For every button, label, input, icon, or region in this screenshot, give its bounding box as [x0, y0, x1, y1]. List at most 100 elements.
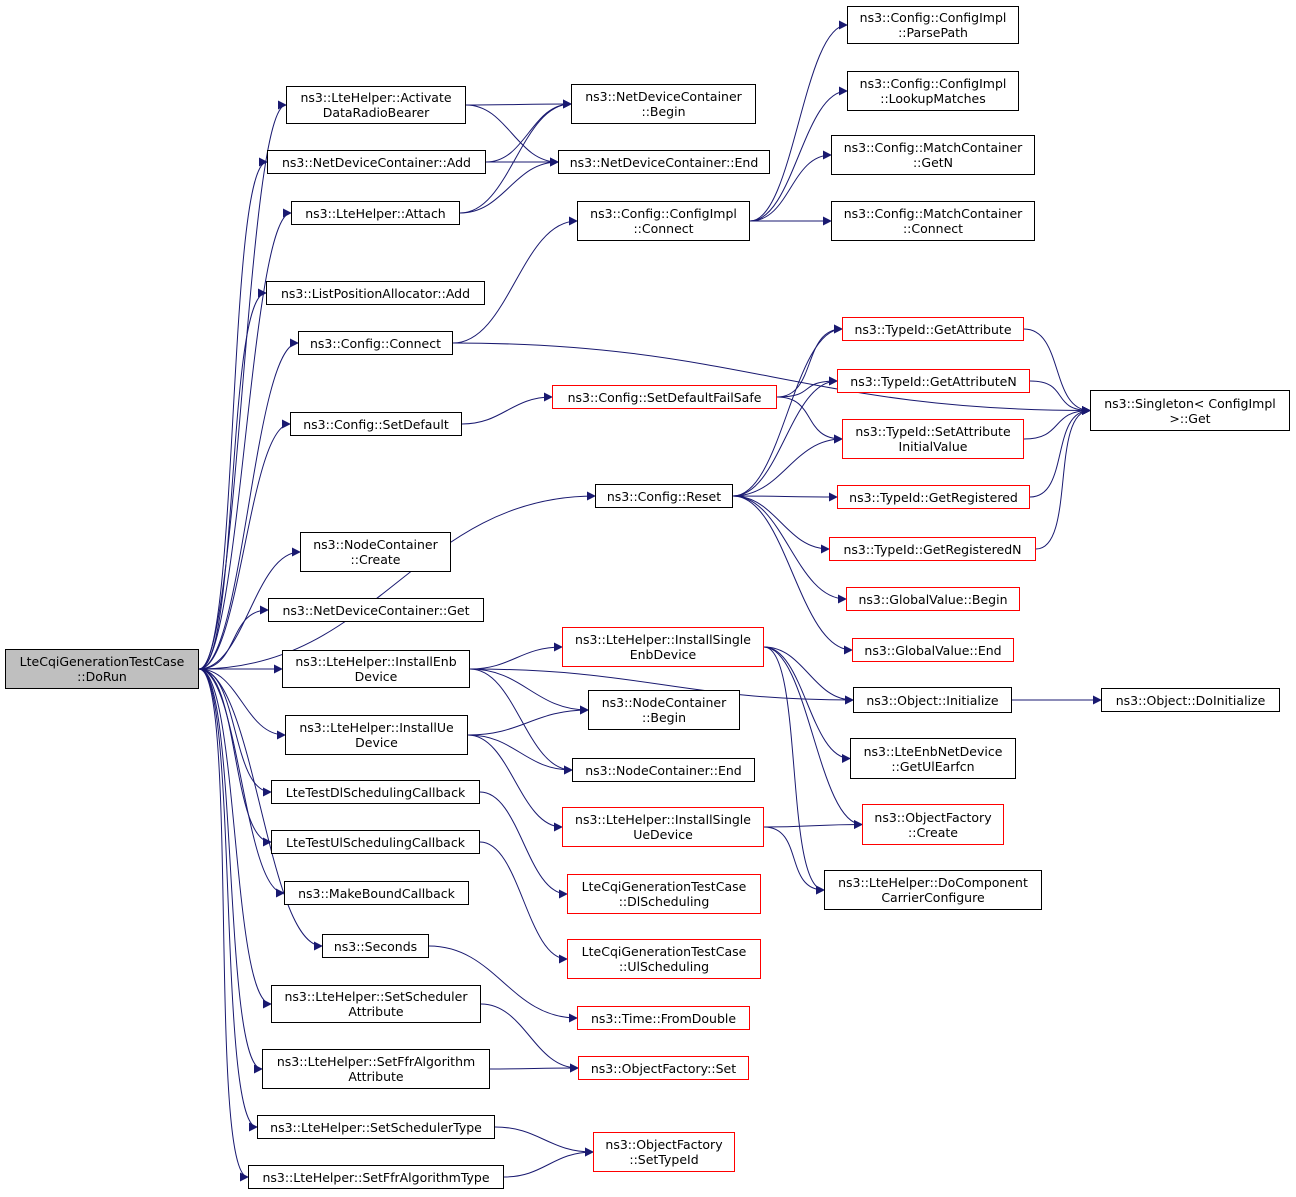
node-matchcontainer-getn[interactable]: ns3::Config::MatchContainer::GetN	[831, 135, 1035, 175]
node-netdevicecontainer-add[interactable]: ns3::NetDeviceContainer::Add	[267, 150, 486, 174]
node-lteenbnetdevice-getulearfcn[interactable]: ns3::LteEnbNetDevice::GetUlEarfcn	[850, 738, 1016, 779]
node-nodecontainer-end[interactable]: ns3::NodeContainer::End	[572, 758, 755, 782]
node-configimpl-parsepath[interactable]: ns3::Config::ConfigImpl::ParsePath	[847, 6, 1019, 44]
node-objectfactory-settypeid[interactable]: ns3::ObjectFactory::SetTypeId	[593, 1132, 735, 1172]
edge-cfgconnect-to-singletonget	[452, 342, 1091, 415]
edge-root-to-seconds	[198, 668, 323, 951]
node-line: LteCqiGenerationTestCase	[581, 944, 747, 959]
node-line: ::DoRun	[77, 669, 127, 684]
node-line: ns3::Time::FromDouble	[590, 1010, 737, 1026]
node-ltetestdlschedulingcallback[interactable]: LteTestDlSchedulingCallback	[271, 780, 480, 804]
edge-root-to-setffrtype	[198, 668, 249, 1182]
edge-root-to-setschedattr	[198, 668, 272, 1009]
node-ltehelper-setschedulertype[interactable]: ns3::LteHelper::SetSchedulerType	[257, 1115, 495, 1139]
node-ltetestulschedulingcallback[interactable]: LteTestUlSchedulingCallback	[271, 830, 480, 854]
node-netdevicecontainer-end[interactable]: ns3::NetDeviceContainer::End	[558, 150, 770, 174]
node-line: ns3::LteHelper::SetSchedulerType	[270, 1119, 482, 1135]
node-singleton-configimpl-get[interactable]: ns3::Singleton< ConfigImpl>::Get	[1090, 390, 1290, 431]
node-line: Attribute	[348, 1069, 404, 1084]
edge-cimplconnect-to-lookupmatches	[749, 86, 848, 222]
node-netdevicecontainer-get[interactable]: ns3::NetDeviceContainer::Get	[268, 598, 484, 622]
node-dlscheduling[interactable]: LteCqiGenerationTestCase::DlScheduling	[567, 874, 761, 914]
node-objectfactory-create[interactable]: ns3::ObjectFactory::Create	[862, 804, 1004, 845]
node-globalvalue-end[interactable]: ns3::GlobalValue::End	[852, 638, 1014, 662]
edge-dlcb-to-dlsched	[479, 791, 568, 899]
node-line: ns3::LteHelper::InstallSingle	[575, 632, 751, 647]
node-line: LteTestDlSchedulingCallback	[285, 784, 466, 800]
node-typeid-getattribute[interactable]: ns3::TypeId::GetAttribute	[842, 317, 1024, 341]
node-line: ns3::LteHelper::SetFfrAlgorithm	[276, 1054, 476, 1069]
edge-reset-to-setattrinit	[732, 434, 843, 497]
node-line: ns3::TypeId::GetAttributeN	[850, 373, 1017, 389]
edge-reset-to-getattributen	[732, 376, 838, 497]
node-makeboundcallback[interactable]: ns3::MakeBoundCallback	[284, 881, 469, 905]
node-typeid-getregisteredn[interactable]: ns3::TypeId::GetRegisteredN	[829, 537, 1036, 561]
node-globalvalue-begin[interactable]: ns3::GlobalValue::Begin	[846, 587, 1020, 611]
edge-cimplconnect-to-mcgetn	[749, 150, 832, 222]
node-time-fromdouble[interactable]: ns3::Time::FromDouble	[577, 1006, 750, 1030]
node-config-connect[interactable]: ns3::Config::Connect	[298, 331, 453, 355]
node-line: ns3::ObjectFactory	[605, 1137, 723, 1152]
node-line: ::GetN	[912, 155, 954, 170]
node-object-initialize[interactable]: ns3::Object::Initialize	[853, 687, 1012, 713]
node-line: ::Create	[908, 824, 958, 840]
edge-installsingleenb-to-ofcreate	[763, 646, 863, 829]
node-listpositionallocator-add[interactable]: ns3::ListPositionAllocator::Add	[266, 281, 485, 305]
node-nodecontainer-create[interactable]: ns3::NodeContainer::Create	[300, 532, 451, 572]
node-ulscheduling[interactable]: LteCqiGenerationTestCase::UlScheduling	[567, 939, 761, 979]
edge-defaultfailsafe-to-getattribute	[776, 324, 843, 398]
node-line: ns3::Object::Initialize	[866, 692, 999, 708]
edge-installue-to-ncend	[467, 734, 573, 775]
node-line: ns3::NodeContainer	[313, 537, 438, 552]
edge-setffrattr-to-ofset	[489, 1063, 579, 1073]
node-line: ns3::Config::MatchContainer	[843, 140, 1023, 155]
edge-getattributen-to-singletonget	[1029, 380, 1091, 415]
node-line: Device	[355, 735, 398, 750]
node-line: LteCqiGenerationTestCase	[19, 654, 185, 669]
node-netdevicecontainer-begin[interactable]: ns3::NetDeviceContainer::Begin	[571, 84, 756, 124]
node-ltehelper-setffralgorithmtype[interactable]: ns3::LteHelper::SetFfrAlgorithmType	[248, 1165, 504, 1189]
node-typeid-getregistered[interactable]: ns3::TypeId::GetRegistered	[837, 485, 1030, 509]
edge-reset-to-gvend	[732, 495, 853, 655]
node-config-setdefaultfailsafe[interactable]: ns3::Config::SetDefaultFailSafe	[552, 385, 777, 409]
edge-activate-to-ndcbegin	[465, 99, 572, 109]
node-line: ns3::MakeBoundCallback	[298, 885, 455, 901]
node-configimpl-connect[interactable]: ns3::Config::ConfigImpl::Connect	[577, 201, 750, 241]
node-configimpl-lookupmatches[interactable]: ns3::Config::ConfigImpl::LookupMatches	[847, 71, 1019, 111]
node-line: ns3::NetDeviceContainer::Add	[282, 154, 471, 170]
node-objectfactory-set[interactable]: ns3::ObjectFactory::Set	[578, 1056, 749, 1080]
node-config-reset[interactable]: ns3::Config::Reset	[595, 484, 733, 508]
node-object-doinitialize[interactable]: ns3::Object::DoInitialize	[1101, 688, 1280, 712]
node-line: ns3::NodeContainer	[601, 695, 727, 710]
edge-defaultfailsafe-to-getattributen	[776, 376, 838, 398]
edge-getattribute-to-singletonget	[1023, 328, 1091, 415]
node-ltehelper-attach[interactable]: ns3::LteHelper::Attach	[291, 201, 460, 225]
node-line: ns3::ObjectFactory::Set	[590, 1060, 737, 1076]
node-matchcontainer-connect[interactable]: ns3::Config::MatchContainer::Connect	[831, 201, 1035, 241]
node-line: ns3::Singleton< ConfigImpl	[1104, 395, 1276, 411]
node-seconds[interactable]: ns3::Seconds	[322, 934, 429, 958]
node-config-setdefault[interactable]: ns3::Config::SetDefault	[290, 412, 462, 436]
edge-installenb-to-installsingleenb	[469, 642, 563, 670]
edge-root-to-ndcget	[198, 605, 269, 670]
node-typeid-getattributen[interactable]: ns3::TypeId::GetAttributeN	[837, 369, 1030, 393]
edge-root-to-reset	[198, 491, 596, 670]
node-nodecontainer-begin[interactable]: ns3::NodeContainer::Begin	[588, 690, 740, 730]
node-line: ns3::LteHelper::InstallEnb	[295, 654, 457, 669]
node-line: ns3::ObjectFactory	[874, 809, 992, 825]
node-root-dorun: LteCqiGenerationTestCase::DoRun	[5, 649, 199, 689]
edge-cimplconnect-to-parsepath	[749, 20, 848, 222]
node-line: ns3::Config::ConfigImpl	[859, 10, 1007, 25]
node-line: ns3::LteHelper::SetFfrAlgorithmType	[262, 1169, 490, 1185]
node-line: ns3::Seconds	[333, 938, 418, 954]
